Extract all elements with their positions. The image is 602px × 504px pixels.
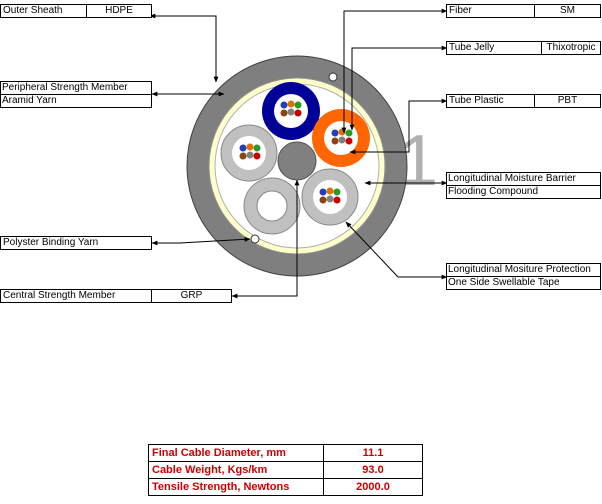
property-value: 11.1: [323, 444, 423, 462]
fiber: [294, 101, 302, 109]
fiber: [319, 196, 327, 204]
label-binding-yarn: Polyster Binding Yarn: [0, 236, 152, 250]
fiber: [280, 109, 288, 117]
moisture-barrier-line1: Longitudinal Moisture Barrier: [448, 173, 576, 184]
table-row: Final Cable Diameter, mm 11.1: [148, 444, 423, 462]
leader-lines: [149, 8, 448, 299]
outer-sheath-name: Outer Sheath: [3, 5, 63, 16]
fiber: [287, 108, 295, 116]
grey-tube-left-fibers: [239, 143, 261, 160]
moisture-protection-line1: Longitudinal Mositure Protection: [448, 264, 591, 275]
property-name: Cable Weight, Kgs/km: [148, 461, 324, 479]
fiber: [331, 129, 339, 137]
label-moisture-protection: Longitudinal Mositure Protection One Sid…: [446, 263, 601, 290]
leader-binding-yarn: [151, 236, 251, 246]
peripheral-strength-line1: Peripheral Strength Member: [2, 82, 128, 93]
fiber: [326, 187, 334, 195]
property-value: 93.0: [323, 461, 423, 479]
label-moisture-barrier: Longitudinal Moisture Barrier Flooding C…: [446, 172, 601, 199]
grey-tube-right-fibers: [319, 187, 341, 204]
tube-jelly-name: Tube Jelly: [449, 42, 495, 53]
fiber: [253, 144, 261, 152]
fiber: [333, 196, 341, 204]
central-strength-name: Central Strength Member: [3, 290, 116, 301]
tube-plastic-value: PBT: [534, 95, 600, 107]
binding-yarn-name: Polyster Binding Yarn: [3, 237, 99, 248]
moisture-barrier-line2: Flooding Compound: [447, 185, 600, 198]
table-row: Tensile Strength, Newtons 2000.0: [148, 478, 423, 496]
blue-tube-fibers: [280, 100, 302, 117]
fiber: [239, 152, 247, 160]
filler-rod-inner: [256, 190, 288, 222]
fiber: [331, 137, 339, 145]
table-row: Cable Weight, Kgs/km 93.0: [148, 461, 423, 479]
peripheral-strength-line2: Aramid Yarn: [1, 94, 151, 107]
label-fiber: Fiber SM: [446, 4, 601, 18]
label-tube-plastic: Tube Plastic PBT: [446, 94, 601, 108]
fiber: [239, 144, 247, 152]
leader-fiber: [341, 8, 448, 134]
binding-yarn-dot-bottom: [250, 234, 260, 244]
fiber: [280, 101, 288, 109]
tube-jelly-value: Thixotropic: [541, 42, 600, 54]
leader-moisture-protection: [345, 221, 448, 280]
fiber: [345, 137, 353, 145]
fiber: [333, 188, 341, 196]
binding-yarn-dot-top: [328, 72, 338, 82]
label-central-strength: Central Strength Member GRP: [0, 289, 232, 303]
leader-central-strength: [231, 179, 300, 299]
fiber: [287, 100, 295, 108]
fiber: [253, 152, 261, 160]
central-strength-member: [277, 141, 317, 181]
fiber: [246, 151, 254, 159]
central-strength-value: GRP: [151, 290, 231, 302]
property-value: 2000.0: [323, 478, 423, 496]
fiber: [338, 136, 346, 144]
fiber: [246, 143, 254, 151]
outer-sheath-value: HDPE: [86, 5, 151, 17]
property-name: Tensile Strength, Newtons: [148, 478, 324, 496]
fiber: [326, 195, 334, 203]
leader-tube-plastic: [349, 98, 448, 155]
label-peripheral-strength: Peripheral Strength Member Aramid Yarn: [0, 81, 152, 108]
cable-properties-table: Final Cable Diameter, mm 11.1 Cable Weig…: [148, 444, 423, 496]
fiber-name: Fiber: [449, 5, 472, 16]
moisture-protection-line2: One Side Swellable Tape: [447, 276, 600, 289]
property-name: Final Cable Diameter, mm: [148, 444, 324, 462]
leader-outer-sheath: [149, 13, 219, 83]
label-tube-jelly: Tube Jelly Thixotropic: [446, 41, 601, 55]
fiber: [345, 129, 353, 137]
label-outer-sheath: Outer Sheath HDPE: [0, 4, 152, 18]
fiber: [294, 109, 302, 117]
fiber-value: SM: [534, 5, 600, 17]
tube-plastic-name: Tube Plastic: [449, 95, 504, 106]
fiber: [319, 188, 327, 196]
